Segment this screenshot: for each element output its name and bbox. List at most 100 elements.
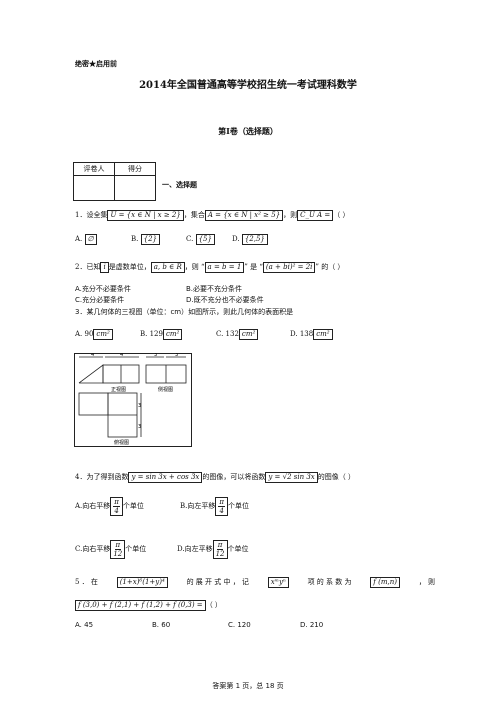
q4-opt-a-num: π — [113, 498, 120, 507]
dim-4a: 4 — [91, 353, 94, 358]
q1-stem-a: 1．设全集 — [75, 211, 108, 219]
q5-stem-c: 项 的 系 数 为 — [307, 578, 352, 586]
q5-stem-d: ， 则 — [418, 578, 435, 586]
q2-stem-e: ” 的（ ） — [315, 263, 345, 271]
q5-stem-a: 5 ． 在 — [75, 578, 98, 586]
q4-opt-d-num: π — [216, 541, 224, 550]
q2-stem-c: ，则 “ — [184, 263, 205, 271]
q3-opt-a-label: A. 90 — [75, 330, 94, 338]
q4-opt-c-den: 12 — [113, 550, 123, 558]
q3-opt-b-label: B. 129 — [140, 330, 163, 338]
q2-stem-d: ” 是 “ — [244, 263, 263, 271]
side-view-label: 侧视图 — [158, 386, 173, 393]
score-cell — [114, 175, 156, 201]
grader-header: 评卷人 — [73, 162, 115, 176]
q1-stem-b: ，集合 — [183, 211, 205, 219]
q5-f: f (m,n) — [370, 577, 400, 588]
q3-opt-c-label: C. 132 — [216, 330, 239, 338]
dim-3d: 3 — [138, 424, 141, 430]
q4-opt-d-text: D.向左平移 — [177, 545, 213, 553]
exam-title: 2014年全国普通高等学校招生统一考试理科数学 — [139, 80, 357, 91]
section-title: 第I卷（选择题） — [218, 126, 278, 136]
q2-option-d[interactable]: D.既不充分也不必要条件 — [186, 296, 264, 304]
three-view-figure: 4 4 3 3 3 3 正视图 侧视图 俯视图 — [74, 353, 192, 447]
q2-i: i — [100, 262, 109, 273]
score-table: 评卷人得分 — [73, 162, 156, 201]
q5-sum-line: f (3,0) + f (2,1) + f (1,2) + f (0,3) =（… — [75, 600, 222, 611]
q1-opt-b-value: {2} — [140, 234, 160, 245]
q1-opt-b-label: B. — [131, 235, 139, 243]
q1-opt-d-value: {2,5} — [241, 234, 268, 245]
q1-stem-d: （ ） — [333, 211, 350, 219]
q1-opt-a-label: A. — [75, 235, 83, 243]
q4-stem-c: 的图像（ ） — [317, 473, 355, 481]
q5-option-d[interactable]: D. 210 — [300, 621, 324, 629]
q3-opt-d-label: D. 138 — [290, 330, 314, 338]
q3-opt-d-unit: cm² — [313, 329, 333, 340]
q4-opt-b-text: B.向左平移 — [180, 502, 216, 510]
front-view-label: 正视图 — [111, 386, 126, 393]
q5-term: xᵐyⁿ — [267, 577, 289, 588]
q1-set-u: U = {x ∈ N | x ≥ 2} — [107, 210, 184, 221]
dim-4b: 4 — [120, 353, 123, 358]
q4-opt-a-den: 4 — [114, 507, 119, 515]
q1-option-c[interactable]: C. {5} — [186, 234, 215, 245]
q2-stem-b: 是虚数单位， — [108, 263, 151, 271]
q4-opt-b-unit: 个单位 — [227, 502, 249, 510]
q3-opt-c-unit: cm² — [238, 329, 259, 340]
q4-func-1: y = sin 3x + cos 3x — [128, 472, 203, 483]
q2-eq: (a + bi)² = 2i — [262, 262, 316, 273]
q3-opt-a-unit: cm² — [93, 329, 113, 340]
q2-option-b[interactable]: B.必要不充分条件 — [186, 285, 243, 293]
q1-option-b[interactable]: B. {2} — [131, 234, 160, 245]
front-view — [78, 356, 140, 384]
q5-stem-e: （ ） — [205, 601, 222, 609]
dim-3a: 3 — [154, 353, 157, 358]
q5-option-b[interactable]: B. 60 — [152, 621, 171, 629]
q1-stem-c: ，则 — [283, 211, 298, 219]
question-3: 3．某几何体的三视图（单位：cm）如图所示，则此几何体的表面积是 — [75, 308, 294, 316]
q4-opt-a-unit: 个单位 — [122, 502, 144, 510]
q2-ab: a, b ∈ R — [150, 262, 185, 273]
q4-opt-b-den: 4 — [219, 507, 224, 515]
q1-option-a[interactable]: A. ∅ — [75, 234, 97, 245]
q4-opt-c-num: π — [114, 541, 122, 550]
q1-opt-c-value: {5} — [195, 234, 215, 245]
q5-option-a[interactable]: A. 45 — [75, 621, 94, 629]
q4-stem-a: 4．为了得到函数 — [75, 473, 129, 481]
q1-opt-d-label: D. — [232, 235, 240, 243]
q1-complement: C_U A = — [297, 210, 334, 221]
q5-expr: (1+x)⁶(1+y)⁴ — [116, 577, 168, 588]
side-view — [145, 356, 187, 384]
q2-stem-a: 2．已知 — [75, 263, 101, 271]
q4-opt-d-unit: 个单位 — [227, 545, 249, 553]
q1-opt-c-label: C. — [186, 235, 194, 243]
q2-cond: a = b = 1 — [204, 262, 245, 273]
q2-option-a[interactable]: A.充分不必要条件 — [75, 285, 131, 293]
q3-opt-b-unit: cm² — [162, 329, 183, 340]
q5-option-c[interactable]: C. 120 — [228, 621, 251, 629]
q4-opt-c-unit: 个单位 — [125, 545, 147, 553]
secret-label: 绝密★启用前 — [75, 59, 117, 68]
q5-sum: f (3,0) + f (2,1) + f (1,2) + f (0,3) = — [75, 600, 206, 611]
q1-option-d[interactable]: D. {2,5} — [232, 234, 268, 245]
grader-cell — [73, 175, 115, 201]
q1-set-a: A = {x ∈ N | x² ≥ 5} — [204, 210, 284, 221]
q4-opt-d-den: 12 — [215, 550, 225, 558]
q2-option-c[interactable]: C.充分必要条件 — [75, 296, 125, 304]
